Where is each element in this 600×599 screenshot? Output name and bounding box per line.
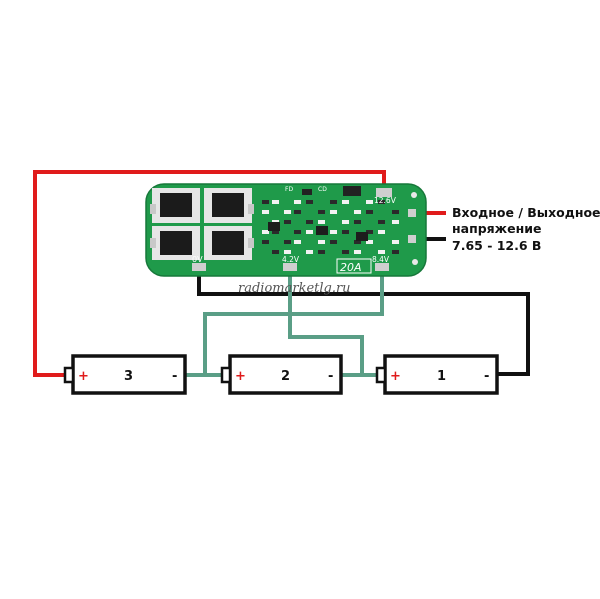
- pad-output-negative: [408, 235, 416, 243]
- smd-component: [378, 250, 385, 254]
- mosfets: [150, 188, 254, 260]
- mounting-hole: [411, 192, 417, 198]
- smd-component: [272, 200, 279, 204]
- smd-component: [366, 200, 373, 204]
- smd-component: [392, 220, 399, 224]
- smd-component: [306, 200, 313, 204]
- smd-component: [366, 230, 373, 234]
- smd-component: [342, 250, 349, 254]
- smd-component: [318, 210, 325, 214]
- cell-1: + 1 -: [375, 354, 499, 395]
- smd-component: [342, 220, 349, 224]
- cell-terminal-icon: [63, 366, 75, 384]
- smd-component: [378, 230, 385, 234]
- smd-component: [262, 210, 269, 214]
- smd-chip: [316, 226, 328, 235]
- pad-4v2: [283, 263, 297, 271]
- cell-minus-sign: -: [484, 369, 489, 384]
- smd-components: [262, 200, 399, 254]
- cell-minus-sign: -: [172, 369, 177, 384]
- cell-number: 2: [281, 369, 290, 384]
- smd-component: [392, 250, 399, 254]
- wire-positive: [33, 170, 386, 377]
- smd-component: [294, 210, 301, 214]
- smd-component: [354, 250, 361, 254]
- io-label-line1: Входное / Выходное: [452, 205, 600, 220]
- smd-component: [342, 230, 349, 234]
- label-current: 20A: [340, 261, 362, 274]
- smd-component: [366, 210, 373, 214]
- smd-component: [318, 250, 325, 254]
- smd-component: [392, 210, 399, 214]
- smd-component: [306, 250, 313, 254]
- label-12v6: 12.6V: [374, 196, 397, 205]
- protection-ic: [302, 189, 312, 195]
- smd-component: [378, 200, 385, 204]
- smd-component: [284, 220, 291, 224]
- label-fd: FD: [285, 186, 293, 193]
- wire-balance-4v2: [288, 266, 364, 375]
- cell-number: 1: [437, 369, 446, 384]
- io-label-line2: напряжение: [452, 221, 541, 236]
- smd-component: [262, 230, 269, 234]
- watermark: radiomarketlg.ru: [238, 281, 351, 296]
- cell-3: + 3 -: [63, 354, 187, 395]
- label-cd: CD: [318, 186, 327, 193]
- wire-negative: [197, 266, 530, 376]
- cell-plus-sign: +: [78, 369, 89, 384]
- label-0v: 0V: [192, 255, 203, 264]
- cell-plus-sign: +: [390, 369, 401, 384]
- smd-component: [330, 240, 337, 244]
- cell-number: 3: [124, 369, 133, 384]
- pad-12v6: [376, 188, 392, 197]
- smd-component: [354, 240, 361, 244]
- smd-component: [284, 240, 291, 244]
- protection-ic: [343, 186, 361, 196]
- smd-component: [366, 240, 373, 244]
- smd-component: [294, 240, 301, 244]
- pad-8v4: [375, 263, 389, 271]
- smd-component: [294, 200, 301, 204]
- current-rating-box: [336, 258, 372, 274]
- wires: [33, 170, 530, 377]
- cell-plus-sign: +: [235, 369, 246, 384]
- pad-0v: [192, 263, 206, 271]
- bms-board: 12.6V FD CD 0V 4.2V 8.4V 20A: [145, 183, 427, 277]
- mounting-hole: [412, 259, 418, 265]
- smd-component: [330, 230, 337, 234]
- smd-component: [330, 210, 337, 214]
- smd-component: [306, 220, 313, 224]
- smd-component: [392, 240, 399, 244]
- wire-balance-8v4: [203, 266, 384, 375]
- cell-minus-sign: -: [328, 369, 333, 384]
- smd-component: [378, 220, 385, 224]
- smd-component: [284, 250, 291, 254]
- smd-component: [284, 210, 291, 214]
- cell-terminal-icon: [220, 366, 232, 384]
- io-label-line3: 7.65 - 12.6 В: [452, 238, 541, 253]
- smd-component: [342, 200, 349, 204]
- label-4v2: 4.2V: [282, 255, 300, 264]
- smd-component: [262, 240, 269, 244]
- smd-component: [318, 220, 325, 224]
- smd-component: [354, 220, 361, 224]
- cell-2: + 2 -: [220, 354, 343, 395]
- smd-component: [318, 240, 325, 244]
- smd-component: [294, 230, 301, 234]
- smd-component: [272, 250, 279, 254]
- io-voltage-label: Входное / Выходное напряжение 7.65 - 12.…: [452, 205, 600, 253]
- cell-terminal-icon: [375, 366, 387, 384]
- smd-component: [330, 200, 337, 204]
- smd-component: [262, 200, 269, 204]
- label-8v4: 8.4V: [372, 255, 390, 264]
- smd-component: [354, 210, 361, 214]
- pad-output-positive: [408, 209, 416, 217]
- smd-chip: [268, 222, 280, 231]
- smd-chip: [356, 232, 368, 241]
- smd-component: [272, 230, 279, 234]
- smd-component: [306, 230, 313, 234]
